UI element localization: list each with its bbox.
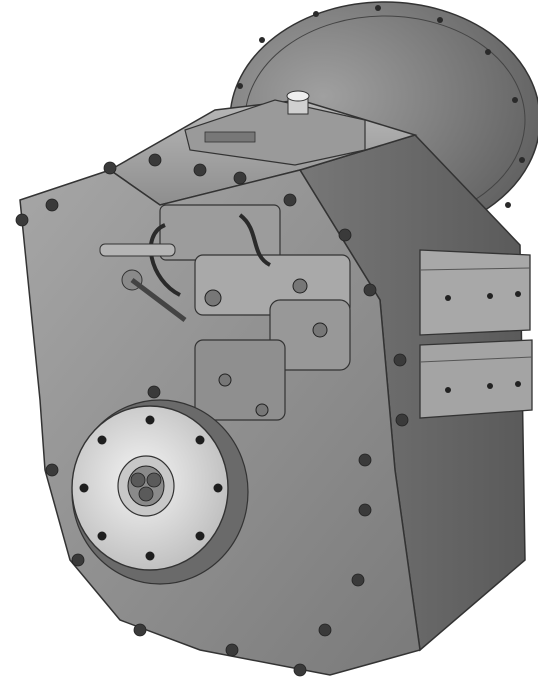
- output-flange-bolt-holes: [79, 415, 223, 561]
- mounting-foot-lower: [419, 339, 533, 419]
- output-flange: [71, 399, 249, 585]
- mounting-foot-upper: [419, 249, 531, 336]
- breather-cap: [286, 90, 310, 115]
- bell-housing-bolts: [237, 5, 525, 208]
- shaft-nut: [130, 472, 162, 502]
- mounting-foot-holes: [445, 291, 521, 393]
- top-cover-plate: [184, 99, 366, 166]
- control-valve-assembly: [148, 204, 351, 421]
- control-lever: [99, 243, 187, 322]
